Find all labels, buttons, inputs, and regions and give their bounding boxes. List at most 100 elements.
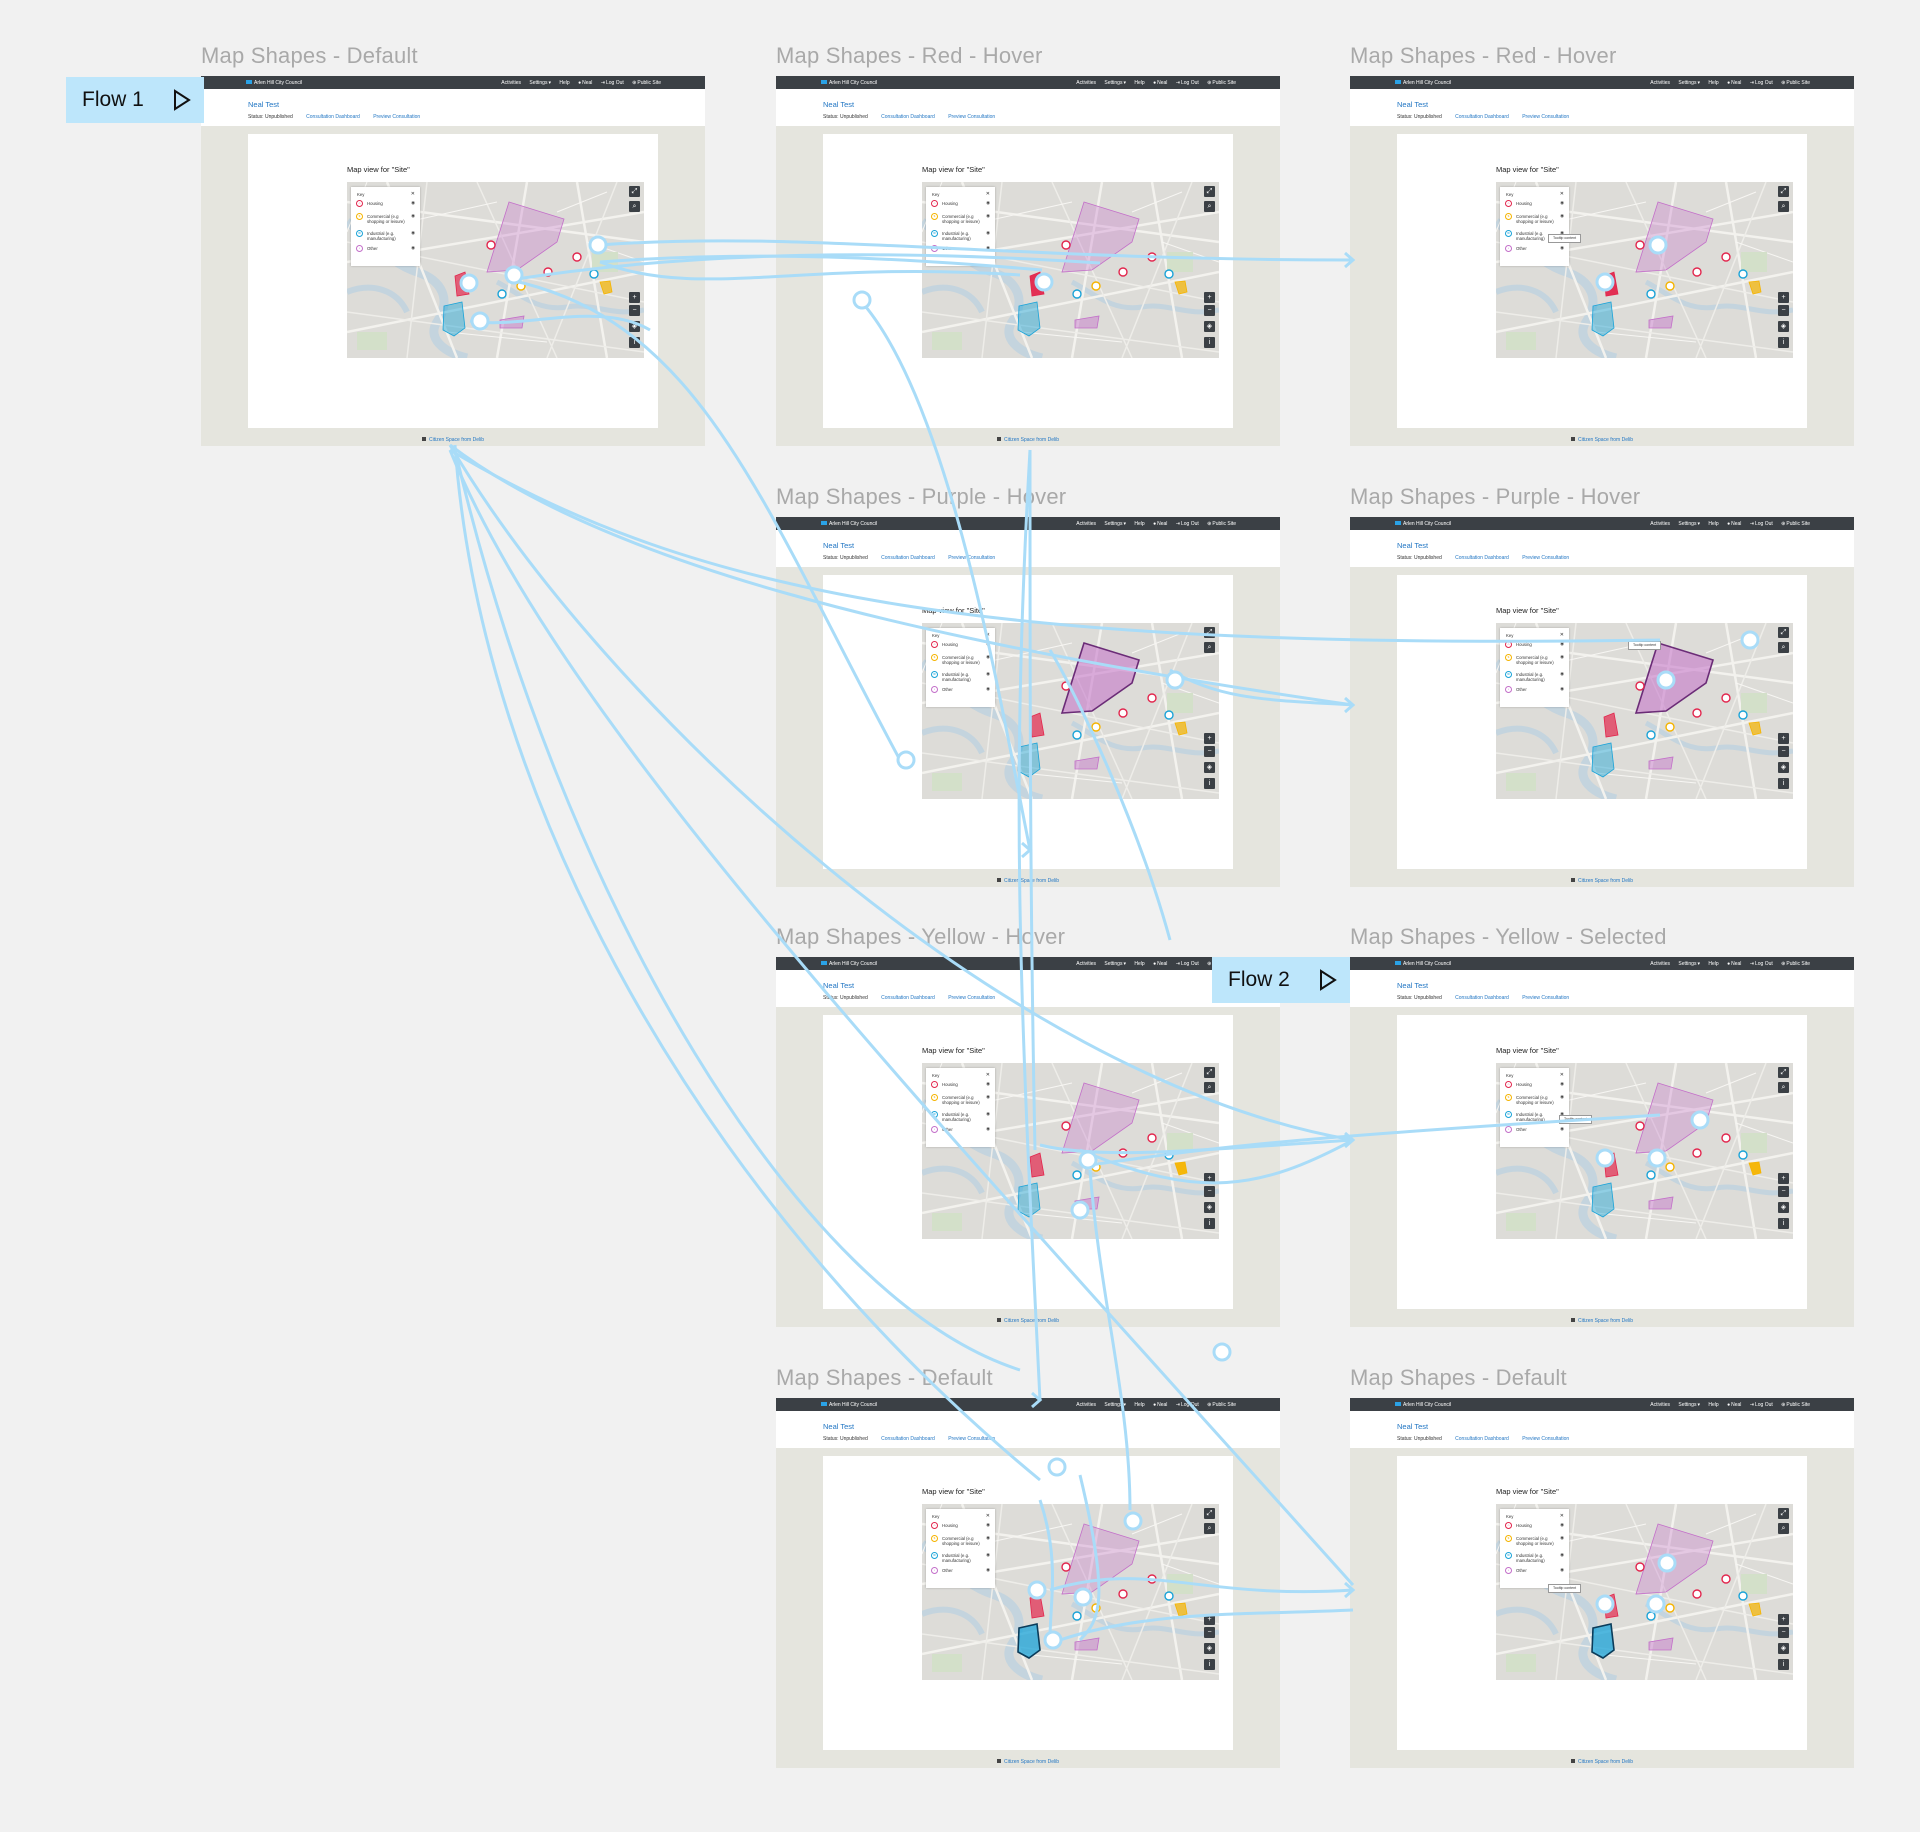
map-view[interactable]: Key ✕ ⌂Housing◉$Commercial (e.g shopping… — [1496, 1504, 1793, 1680]
footer-link[interactable]: Citizen Space from Delib — [1003, 1318, 1060, 1324]
frame-title[interactable]: Map Shapes - Default — [1350, 1365, 1567, 1390]
search-button[interactable]: ⌕ — [1778, 1082, 1789, 1093]
frame-title[interactable]: Map Shapes - Yellow - Hover — [776, 924, 1066, 949]
close-icon[interactable]: ✕ — [1559, 191, 1564, 197]
nav-help[interactable]: Help — [1708, 520, 1719, 527]
visibility-eye-icon[interactable]: ◉ — [986, 1567, 990, 1572]
flow-start-badge[interactable]: Flow 2 — [1212, 957, 1350, 1003]
screen-frame[interactable]: Arlen Hill City Council Activities Setti… — [1350, 76, 1854, 446]
key-item[interactable]: ⚙Industrial (e.g. manufacturing)◉ — [355, 230, 416, 243]
footer-link[interactable]: Citizen Space from Delib — [1003, 878, 1060, 884]
visibility-eye-icon[interactable]: ◉ — [1560, 641, 1564, 646]
nav-help[interactable]: Help — [1134, 79, 1145, 86]
red-zone-shape[interactable] — [1603, 712, 1619, 738]
key-item[interactable]: ⚙Industrial (e.g. manufacturing)◉ — [1504, 1552, 1565, 1565]
key-item[interactable]: $Commercial (e.g shopping or leisure)◉ — [1504, 213, 1565, 226]
nav-activities[interactable]: Activities — [1650, 520, 1670, 527]
yellow-zone-shape[interactable] — [599, 280, 613, 295]
frame-title[interactable]: Map Shapes - Default — [776, 1365, 993, 1390]
key-item[interactable]: •Other◉ — [1504, 686, 1565, 699]
zoom-in-button[interactable]: + — [1204, 1173, 1215, 1184]
org-name[interactable]: Arlen Hill City Council — [821, 1402, 877, 1408]
fullscreen-button[interactable]: ⤢ — [1204, 627, 1215, 638]
industrial-marker[interactable] — [1646, 1170, 1656, 1180]
key-item[interactable]: ⌂Housing◉ — [1504, 641, 1565, 654]
visibility-eye-icon[interactable]: ◉ — [986, 1111, 990, 1116]
nav-activities[interactable]: Activities — [1076, 1401, 1096, 1408]
close-icon[interactable]: ✕ — [985, 1513, 990, 1519]
key-item[interactable]: •Other◉ — [1504, 1126, 1565, 1139]
fullscreen-button[interactable]: ⤢ — [629, 186, 640, 197]
pink-zone-shape[interactable] — [1074, 315, 1100, 329]
visibility-eye-icon[interactable]: ◉ — [986, 230, 990, 235]
industrial-marker[interactable] — [1164, 1150, 1174, 1160]
red-zone-shape[interactable] — [454, 271, 470, 297]
nav-help[interactable]: Help — [1708, 1401, 1719, 1408]
screen-frame[interactable]: Arlen Hill City Council Activities Setti… — [776, 76, 1280, 446]
search-button[interactable]: ⌕ — [1204, 642, 1215, 653]
red-zone-shape[interactable] — [1029, 271, 1045, 297]
page-title[interactable]: Neal Test — [1397, 100, 1429, 109]
blue-zone-shape[interactable] — [1591, 301, 1615, 337]
nav-activities[interactable]: Activities — [501, 79, 521, 86]
red-zone-shape[interactable] — [1029, 1593, 1045, 1619]
page-title[interactable]: Neal Test — [1397, 1422, 1429, 1431]
org-name[interactable]: Arlen Hill City Council — [821, 521, 877, 527]
key-item[interactable]: ⌂Housing◉ — [930, 1522, 991, 1535]
page-title[interactable]: Neal Test — [1397, 981, 1429, 990]
key-item[interactable]: •Other◉ — [1504, 245, 1565, 258]
page-title[interactable]: Neal Test — [823, 1422, 855, 1431]
housing-marker[interactable] — [1721, 252, 1731, 262]
purple-zone-shape[interactable] — [486, 201, 565, 273]
page-title[interactable]: Neal Test — [823, 541, 855, 550]
nav-activities[interactable]: Activities — [1076, 960, 1096, 967]
nav-user[interactable]: Neal — [1731, 960, 1742, 967]
page-title[interactable]: Neal Test — [1397, 541, 1429, 550]
key-item[interactable]: ⚙Industrial (e.g. manufacturing)◉ — [1504, 1111, 1565, 1124]
zoom-out-button[interactable]: − — [629, 305, 640, 316]
key-item[interactable]: •Other◉ — [1504, 1567, 1565, 1580]
visibility-eye-icon[interactable]: ◉ — [1560, 200, 1564, 205]
key-item[interactable]: •Other◉ — [930, 686, 991, 699]
key-item[interactable]: ⌂Housing◉ — [930, 641, 991, 654]
nav-settings[interactable]: Settings — [1104, 79, 1123, 86]
visibility-eye-icon[interactable]: ◉ — [986, 1081, 990, 1086]
industrial-marker[interactable] — [1646, 289, 1656, 299]
blue-zone-shape[interactable] — [1017, 742, 1041, 778]
housing-marker[interactable] — [1061, 1562, 1071, 1572]
blue-zone-shape[interactable] — [1017, 1623, 1041, 1659]
screen-frame[interactable]: Arlen Hill City Council Activities Setti… — [1350, 957, 1854, 1327]
zoom-out-button[interactable]: − — [1204, 746, 1215, 757]
info-button[interactable]: i — [1778, 1659, 1789, 1670]
housing-marker[interactable] — [1061, 681, 1071, 691]
fullscreen-button[interactable]: ⤢ — [1778, 1508, 1789, 1519]
nav-settings[interactable]: Settings — [1678, 1401, 1697, 1408]
yellow-zone-shape[interactable] — [1174, 1161, 1188, 1176]
zoom-out-button[interactable]: − — [1778, 746, 1789, 757]
key-item[interactable]: ⌂Housing◉ — [930, 1081, 991, 1094]
key-item[interactable]: ⚙Industrial (e.g. manufacturing)◉ — [1504, 230, 1565, 243]
nav-user[interactable]: Neal — [1157, 520, 1168, 527]
info-button[interactable]: i — [1778, 778, 1789, 789]
visibility-eye-icon[interactable]: ◉ — [986, 245, 990, 250]
key-item[interactable]: •Other◉ — [930, 245, 991, 258]
industrial-marker[interactable] — [1646, 1611, 1656, 1621]
screen-frame[interactable]: Arlen Hill City Council Activities Setti… — [1350, 1398, 1854, 1768]
fullscreen-button[interactable]: ⤢ — [1204, 1067, 1215, 1078]
key-item[interactable]: ⚙Industrial (e.g. manufacturing)◉ — [930, 1552, 991, 1565]
page-title[interactable]: Neal Test — [823, 100, 855, 109]
preview-consultation-link[interactable]: Preview Consultation — [948, 1436, 996, 1442]
locate-button[interactable]: ◈ — [1204, 1643, 1215, 1654]
visibility-eye-icon[interactable]: ◉ — [986, 671, 990, 676]
visibility-eye-icon[interactable]: ◉ — [1560, 1567, 1564, 1572]
zoom-in-button[interactable]: + — [1778, 1614, 1789, 1625]
zoom-out-button[interactable]: − — [1778, 1186, 1789, 1197]
yellow-zone-shape[interactable] — [1174, 1602, 1188, 1617]
screen-frame[interactable]: Arlen Hill City Council Activities Setti… — [1350, 517, 1854, 887]
nav-settings[interactable]: Settings — [1678, 79, 1697, 86]
industrial-marker[interactable] — [1164, 1591, 1174, 1601]
purple-zone-shape[interactable] — [1635, 1523, 1714, 1595]
preview-consultation-link[interactable]: Preview Consultation — [1522, 555, 1570, 561]
zoom-out-button[interactable]: − — [1778, 1627, 1789, 1638]
purple-zone-shape[interactable] — [1061, 1523, 1140, 1595]
